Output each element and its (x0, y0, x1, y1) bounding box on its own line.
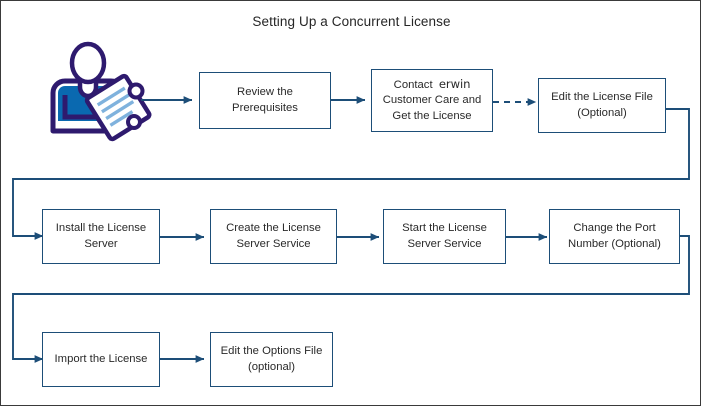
connector-edit-license-to-install-server (12, 108, 690, 240)
node-label: Create the License Server Service (226, 221, 321, 250)
node-label: Change the Port Number (Optional) (568, 221, 661, 250)
node-install-license-server[interactable]: Install the License Server (42, 209, 160, 264)
node-label-line3: Get the License (392, 109, 472, 122)
node-create-license-server-service[interactable]: Create the License Server Service (210, 209, 337, 264)
node-label: Review the Prerequisites (232, 85, 298, 114)
node-import-license[interactable]: Import the License (42, 332, 160, 387)
node-label: Edit the Options File (optional) (220, 344, 323, 373)
node-label: Edit the License File (Optional) (551, 90, 653, 119)
page-title: Setting Up a Concurrent License (252, 14, 451, 29)
license-holder-person-icon (50, 41, 152, 142)
connector-change-port-to-import-license (12, 235, 690, 363)
node-edit-options-file[interactable]: Edit the Options File (optional) (210, 332, 333, 387)
node-label-line2: Customer Care and (382, 94, 482, 107)
node-review-prerequisites[interactable]: Review the Prerequisites (199, 72, 331, 129)
node-contact-erwin[interactable]: Contact erwin Customer Care and Get the … (371, 69, 493, 132)
node-label-contact: Contact (393, 78, 433, 91)
node-label: Start the License Server Service (402, 221, 487, 250)
node-change-port-number[interactable]: Change the Port Number (Optional) (549, 209, 680, 264)
brand-erwin-label: erwin (438, 76, 471, 91)
node-label-line1: Contact erwin (394, 77, 471, 94)
node-start-license-server-service[interactable]: Start the License Server Service (383, 209, 506, 264)
node-label: Install the License Server (55, 221, 147, 250)
node-label: Import the License (54, 352, 148, 365)
node-edit-license-file[interactable]: Edit the License File (Optional) (538, 78, 666, 133)
